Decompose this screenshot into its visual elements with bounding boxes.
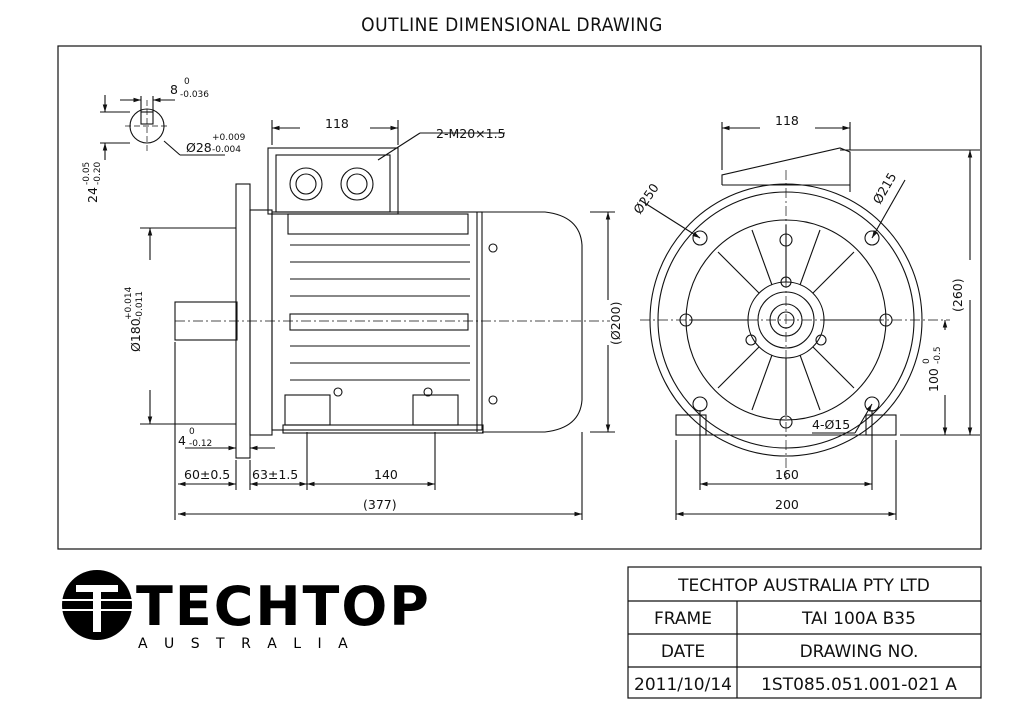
tb-frame-label: FRAME (654, 609, 712, 629)
logo-sub: A U S T R A L I A (138, 636, 354, 652)
spigot-depth-tol-upper: 0 (189, 427, 195, 437)
key-height-label: 24 (85, 187, 100, 203)
foot-width-label: 200 (775, 497, 799, 512)
shaft-height-label: 100 (926, 368, 941, 392)
flange-spigot-tol-lower: -0.011 (135, 291, 145, 320)
tb-drawing-no-value: 1ST085.051.001-021 A (761, 675, 957, 695)
flange-hole-circle-label: Ø215 (870, 170, 900, 207)
shaft-dia-tol-upper: +0.009 (212, 133, 246, 143)
overall-length-label: (377) (363, 497, 397, 512)
page-title: OUTLINE DIMENSIONAL DRAWING (361, 14, 663, 36)
foot-hole-spacing-label: 140 (374, 467, 398, 482)
shaft-height-tol-upper: 0 (922, 358, 932, 364)
shaft-height-tol-lower: -0.5 (933, 346, 943, 364)
spigot-depth-label: 4 (178, 433, 186, 448)
key-width-tol-upper: 0 (184, 77, 190, 87)
logo-name: TECHTOP (136, 575, 431, 638)
foot-hole-spacing-front-label: 160 (775, 467, 799, 482)
tb-drawing-no-label: DRAWING NO. (800, 642, 919, 662)
key-height-tol-lower: -0.20 (93, 161, 103, 185)
foot-holes-label: 4-Ø15 (812, 417, 850, 432)
shaft-section-view (100, 95, 225, 160)
side-view (140, 120, 615, 520)
flange-spigot-label: Ø180 (128, 318, 143, 352)
terminal-box-width-side: 118 (325, 116, 349, 131)
tb-frame-value: TAI 100A B35 (801, 609, 916, 629)
tb-date-value: 2011/10/14 (634, 675, 732, 695)
title-block (627, 566, 982, 699)
tb-date-label: DATE (661, 642, 705, 662)
foot-offset-label: 63±1.5 (252, 467, 298, 482)
key-height-tol-upper: -0.05 (82, 162, 92, 185)
body-dia-label: (Ø200) (608, 302, 623, 345)
drawing-frame (57, 45, 982, 550)
techtop-logo: TECHTOP A U S T R A L I A (62, 570, 431, 652)
terminal-box-width-front: 118 (775, 113, 799, 128)
cable-glands-label: 2-M20×1.5 (436, 126, 506, 141)
flange-spigot-tol-upper: +0.014 (124, 286, 134, 320)
front-view (639, 122, 980, 520)
shaft-length-label: 60±0.5 (184, 467, 230, 482)
shaft-dia-label: Ø28 (186, 140, 212, 155)
key-width-tol-lower: -0.036 (180, 90, 209, 100)
tb-company: TECHTOP AUSTRALIA PTY LTD (677, 576, 930, 596)
key-width-label: 8 (170, 82, 178, 97)
shaft-dia-tol-lower: -0.004 (212, 145, 241, 155)
spigot-depth-tol-lower: -0.12 (189, 439, 212, 449)
overall-height-label: (260) (950, 278, 965, 312)
